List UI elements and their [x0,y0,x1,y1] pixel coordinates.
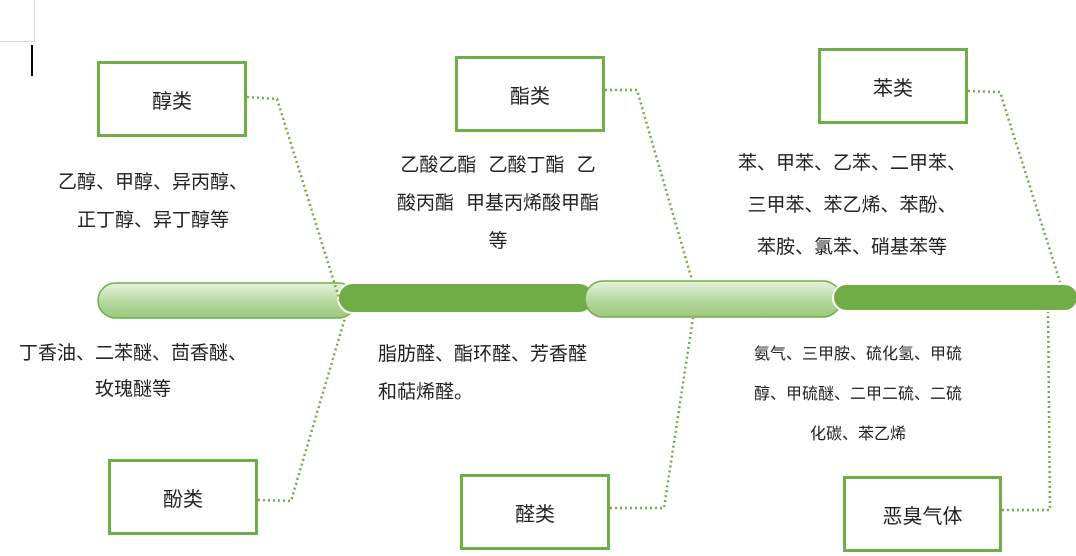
examples-phenols-line: 玫瑰醚等 [94,378,171,400]
connector-esters [605,88,694,281]
examples-phenols-line: 丁香油、二苯醚、茴香醚、 [18,342,247,364]
spine-segment-1 [97,282,357,319]
category-label-alcohols: 醇类 [152,88,192,113]
examples-benzenes-line: 苯胺、氯苯、硝基苯等 [756,236,947,258]
examples-aldehydes: 脂肪醛、酯环醛、芳香醛 和萜烯醛。 [378,335,628,411]
examples-malodorous: 氨气、三甲胺、硫化氢、甲硫 醇、甲硫醚、二甲二硫、二硫 化碳、苯乙烯 [718,334,998,454]
category-box-malodorous: 恶臭气体 [843,476,1002,552]
text-cursor [31,45,33,76]
examples-phenols: 丁香油、二苯醚、茴香醚、 玫瑰醚等 [2,335,264,407]
category-box-esters: 酯类 [455,56,605,132]
connector-benzenes [967,89,1062,283]
category-box-benzenes: 苯类 [818,48,968,124]
document-corner-mark [0,0,35,42]
spine-segment-3 [584,280,842,318]
category-label-esters: 酯类 [510,83,550,108]
examples-malodorous-line: 醇、甲硫醚、二甲二硫、二硫 [753,384,962,403]
examples-malodorous-line: 化碳、苯乙烯 [809,424,906,443]
connector-malodorous [1002,311,1052,512]
spine-segment-4 [832,283,1076,312]
examples-benzenes-line: 苯、甲苯、乙苯、二甲苯、 [737,152,966,174]
examples-esters-line: 酸丙酯 甲基丙烯酸甲酯 [396,192,600,214]
category-label-malodorous: 恶臭气体 [882,503,963,528]
category-box-phenols: 酚类 [108,459,258,535]
examples-aldehydes-line: 和萜烯醛。 [378,381,474,403]
examples-alcohols-line: 乙醇、甲醇、异丙醇、 [57,171,248,193]
examples-benzenes-line: 三甲苯、苯乙烯、苯酚、 [747,194,957,216]
examples-alcohols-line: 正丁醇、异丁醇等 [76,209,229,231]
spine-segment-2 [337,282,595,314]
examples-esters-line: 乙酸乙酯 乙酸丁酯 乙 [400,154,596,176]
examples-benzenes: 苯、甲苯、乙苯、二甲苯、 三甲苯、苯乙烯、苯酚、 苯胺、氯苯、硝基苯等 [712,142,992,268]
category-label-aldehydes: 醛类 [515,501,555,526]
category-label-benzenes: 苯类 [873,75,913,100]
examples-esters-line: 等 [488,230,508,252]
connector-alcohols [246,95,342,302]
examples-malodorous-line: 氨气、三甲胺、硫化氢、甲硫 [753,344,962,363]
category-box-alcohols: 醇类 [97,61,247,137]
examples-esters: 乙酸乙酯 乙酸丁酯 乙 酸丙酯 甲基丙烯酸甲酯 等 [368,146,628,260]
category-label-phenols: 酚类 [163,486,203,511]
connector-phenols [257,317,347,503]
examples-aldehydes-line: 脂肪醛、酯环醛、芳香醛 [378,343,588,365]
examples-alcohols: 乙醇、甲醇、异丙醇、 正丁醇、异丁醇等 [18,163,288,239]
category-box-aldehydes: 醛类 [460,474,610,550]
